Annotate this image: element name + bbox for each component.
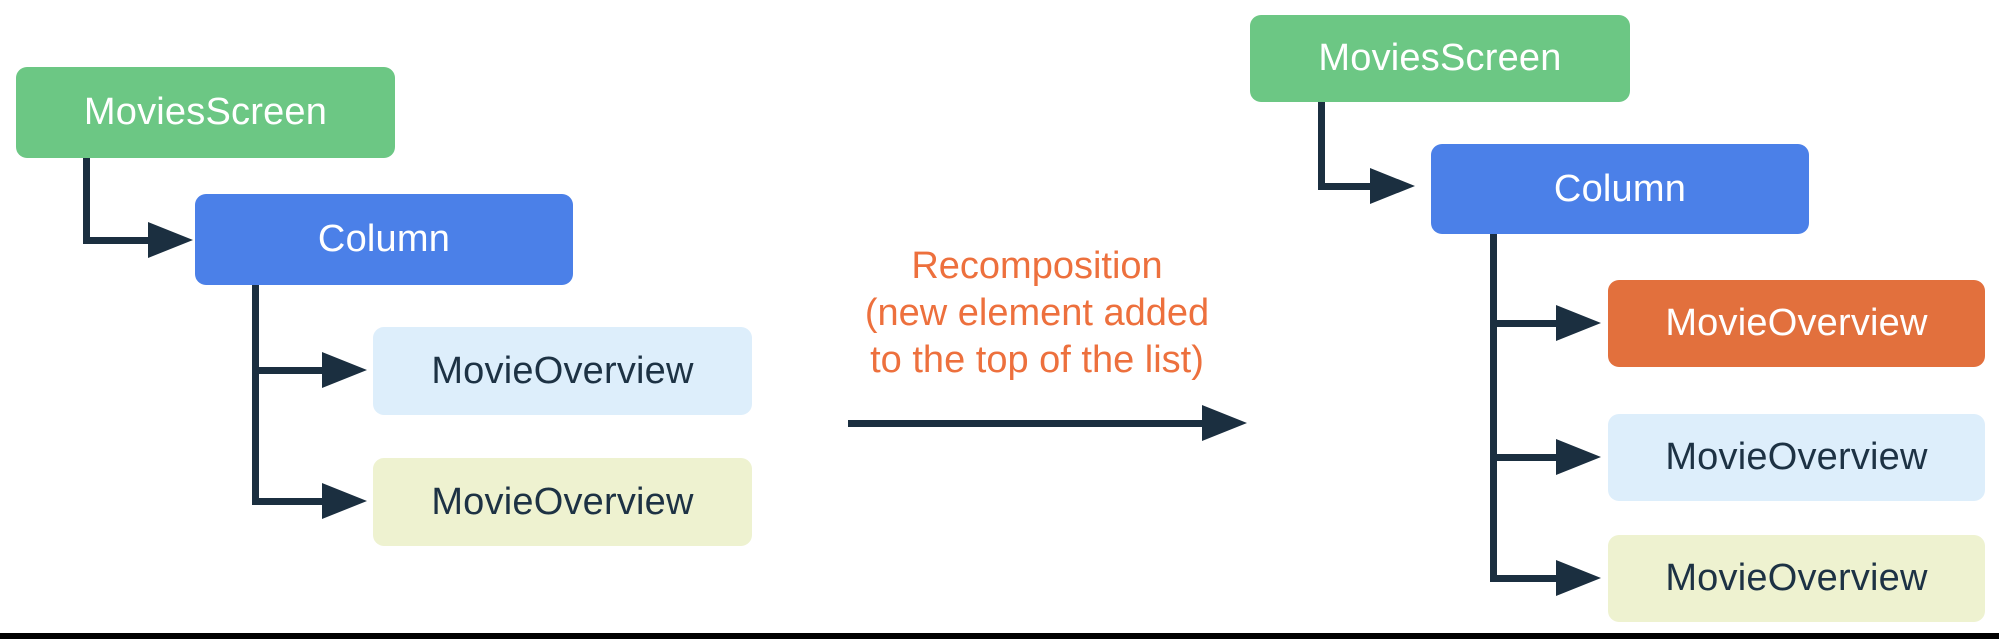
node-moviesscreen-left: MoviesScreen (16, 67, 395, 158)
arrowhead-left-branch-1 (322, 352, 367, 388)
node-label: MovieOverview (1665, 302, 1928, 344)
bottom-divider (0, 633, 1999, 639)
arrowhead-left-branch-2 (322, 483, 367, 519)
recomposition-arrow (848, 420, 1204, 427)
node-label: MovieOverview (431, 480, 694, 523)
arrowhead-right-branch-2 (1556, 439, 1601, 475)
node-label: Column (1553, 167, 1687, 210)
recomposition-label-line-2: (new element added (864, 292, 1210, 334)
connector-right-column-trunk (1490, 234, 1497, 582)
connector-right-root-vertical (1318, 102, 1325, 190)
node-column-left: Column (195, 194, 573, 285)
connector-left-branch-1 (252, 367, 324, 374)
arrowhead-left-root (148, 222, 193, 258)
connector-left-root-horizontal (83, 237, 151, 244)
arrowhead-right-branch-3 (1556, 560, 1601, 596)
node-label: Column (317, 218, 451, 260)
node-movieoverview-right-2: MovieOverview (1608, 414, 1985, 501)
node-label: MovieOverview (431, 349, 694, 392)
recomposition-label: Recomposition (new element added to the … (830, 243, 1244, 384)
arrowhead-right-root (1370, 168, 1415, 204)
node-label: MoviesScreen (1318, 37, 1562, 79)
node-movieoverview-left-1: MovieOverview (373, 327, 752, 415)
node-movieoverview-right-3: MovieOverview (1608, 535, 1985, 622)
node-movieoverview-left-2: MovieOverview (373, 458, 752, 546)
recomposition-label-line-1: Recomposition (911, 245, 1163, 287)
node-label: MovieOverview (1665, 557, 1928, 599)
node-label: MoviesScreen (83, 91, 328, 133)
connector-left-branch-2 (252, 498, 324, 505)
connector-left-column-trunk (252, 285, 259, 505)
node-column-right: Column (1431, 144, 1809, 234)
connector-right-root-horizontal (1318, 183, 1374, 190)
recomposition-label-line-3: to the top of the list) (870, 339, 1204, 381)
node-moviesscreen-right: MoviesScreen (1250, 15, 1630, 102)
connector-right-branch-2 (1490, 454, 1560, 461)
recomposition-arrow-head (1202, 405, 1247, 441)
node-label: MovieOverview (1665, 436, 1928, 478)
connector-right-branch-3 (1490, 575, 1560, 582)
arrowhead-right-branch-1 (1556, 305, 1601, 341)
connector-right-branch-1 (1490, 320, 1560, 327)
node-movieoverview-right-new: MovieOverview (1608, 280, 1985, 367)
connector-left-root-vertical (83, 158, 90, 244)
